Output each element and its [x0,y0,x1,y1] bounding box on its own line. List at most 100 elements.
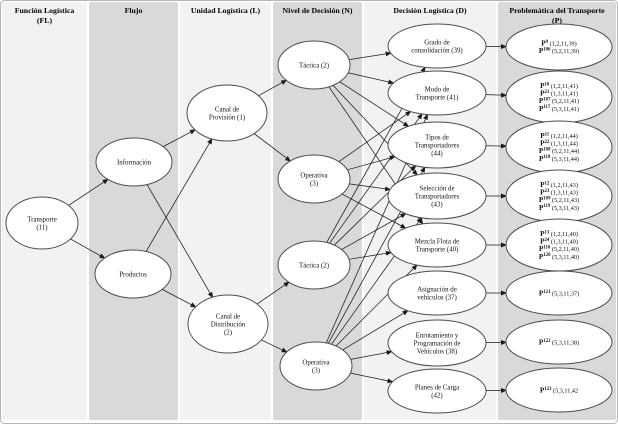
node-label: (3) [310,180,318,187]
node-label: Selección de [419,185,454,192]
node-p43: P12 (1,2,11,43)P23 (1,3,11,43)P109 (5,2,… [505,169,613,223]
node-label: P108 (5,2,11,44) [539,147,579,155]
node-label: Canal de [215,106,239,113]
node-ellipse [387,23,487,69]
node-ellipse [277,154,351,204]
node-p42: P123 (5,3,11,42 [505,367,613,413]
edge-canal_provision-to-operativa_1 [253,133,292,162]
node-ellipse [5,196,79,250]
node-label: Operativa [302,359,329,366]
node-d42: Planes de Carga(42) [387,368,487,414]
node-label: Transporte [27,216,57,223]
node-label: P23 (1,3,11,43) [540,189,578,197]
node-label: P109 (5,2,11,43) [539,196,579,204]
node-label: Transportadores [415,142,460,149]
node-label: Productos [119,271,147,278]
node-ellipse [187,294,269,354]
column-header: Unidad Logística (L) [191,6,261,15]
node-label: Vehículos (38) [417,348,457,355]
node-ellipse [94,249,172,299]
column-header: Nivel de Decisión (N) [283,6,353,15]
node-ellipse [505,23,613,71]
edge-tactica_2-to-d44 [334,165,417,246]
node-ellipse [387,172,487,220]
node-ellipse [186,84,268,142]
edge-transporte-to-productos [70,238,106,259]
edge-canal_distribucion-to-operativa_2 [261,339,288,353]
node-label: (2) [224,329,232,336]
node-label: Táctica (2) [299,262,329,269]
node-ellipse [387,368,487,414]
node-ellipse [505,319,613,365]
node-label: Asignación de [417,286,457,293]
edge-transporte-to-informacion [68,178,109,206]
node-label: consolidación (39) [411,47,462,54]
node-label: Operativa [300,172,327,179]
node-label: P118 (5,3,11,44) [539,155,579,163]
column-nivel-decision: Nivel de Decisión (N) [273,2,362,420]
node-label: P11 (1,2,11,44) [540,132,578,140]
column-band [273,2,362,420]
node-productos: Productos [94,249,172,299]
node-ellipse [387,319,487,367]
node-label: Transporte (41) [416,94,459,101]
node-label: P106 (5,2,11,39) [539,47,579,55]
edge-operativa_2-to-d42 [350,372,394,384]
edges [68,44,508,393]
node-label: Canal de [216,313,240,320]
column-header: Flujo [125,6,143,15]
node-p41: P10 (1,2,11,41)P21 (1,3,11,41)P107 (5,2,… [505,70,613,124]
edge-operativa_2-to-d38 [350,350,393,360]
edge-informacion-to-canal_provision [163,129,196,147]
node-label: P123 (5,3,11,42 [540,386,578,394]
node-p44: P11 (1,2,11,44)P22 (1,3,11,44)P108 (5,2,… [505,120,613,174]
node-ellipse [279,341,353,391]
node-label: Tipos de [425,134,449,141]
node-label: P122 (5,3,11,38) [539,338,579,346]
edge-canal_distribucion-to-tactica_2 [256,281,290,305]
node-ellipse [387,222,487,268]
node-label: Mezcla Flota de [415,238,459,245]
node-operativa_1: Operativa(3) [277,154,351,204]
node-label: P22 (1,3,11,44) [540,140,578,148]
column-band [89,2,178,420]
edge-d41-to-p41 [485,92,508,98]
node-label: vehículos (37) [417,294,457,301]
node-ellipse [387,70,487,116]
node-label: P13 (1,2,11,40) [540,230,578,238]
node-tactica_2: Táctica (2) [277,240,351,290]
node-label: Grado de [424,39,449,46]
node-label: Táctica (2) [299,62,329,69]
edge-tactica_2-to-d40 [348,250,392,260]
node-label: Enrutamiento y [416,332,459,339]
node-label: P117 (5,3,11,41) [539,105,579,113]
node-p40: P13 (1,2,11,40)P24 (1,3,11,40)P110 (5,2,… [505,218,613,272]
node-label: P12 (1,2,11,43) [540,181,578,189]
node-label: Transporte (40) [416,246,459,253]
node-label: P119 (5,3,11,43) [539,204,579,212]
node-label: P21 (1,3,11,41) [540,90,578,98]
edge-informacion-to-canal_distribucion [146,184,213,299]
node-ellipse [505,367,613,413]
node-label: Modo de [425,86,450,93]
node-label: P10 (1,2,11,41) [540,82,578,90]
node-label: P24 (1,3,11,40) [540,238,578,246]
edge-operativa_1-to-d41 [338,110,412,162]
column-header: Problemática del Transporte [509,6,605,15]
node-ellipse [505,270,613,316]
node-label: (44) [431,150,442,157]
edge-tactica_1-to-d39 [349,51,392,60]
edge-tactica_2-to-d43 [341,213,407,250]
edge-canal_provision-to-tactica_1 [258,79,288,96]
node-label: Distribución [211,321,246,328]
node-operativa_2: Operativa(3) [279,341,353,391]
node-label: P107 (5,2,11,41) [539,97,579,105]
